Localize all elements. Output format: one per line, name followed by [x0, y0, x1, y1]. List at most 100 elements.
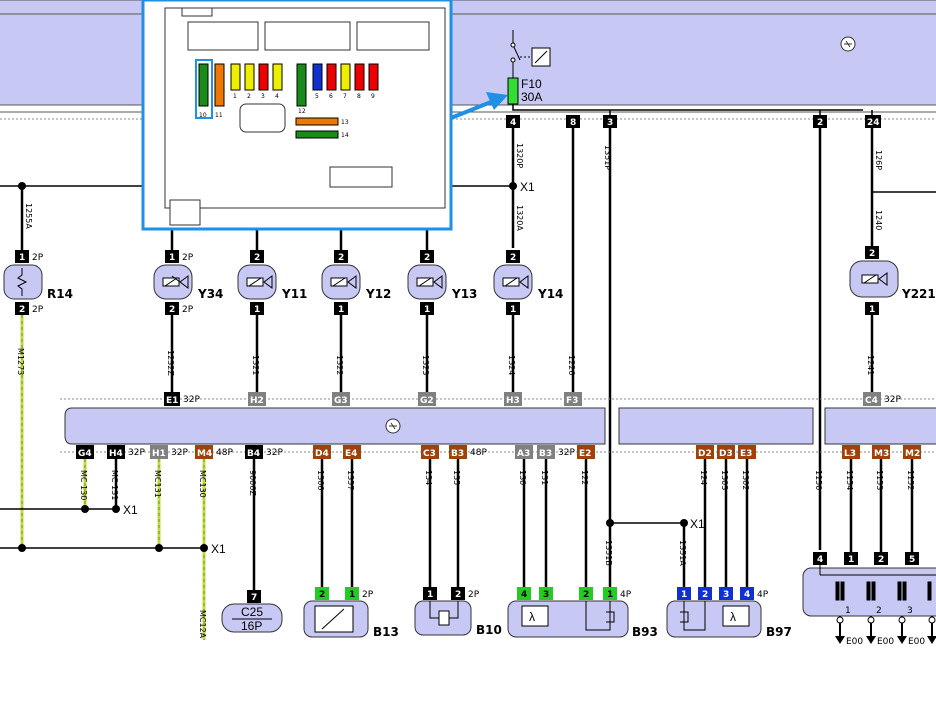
wire-label: 1240 [874, 210, 883, 230]
svg-text:9006Z: 9006Z [248, 470, 257, 496]
fuse-box-panel [0, 0, 936, 120]
svg-text:2: 2 [878, 555, 884, 565]
component-y11[interactable]: 2 Y11 1 [237, 228, 307, 315]
connector-c25[interactable]: 7 C25 16P [221, 590, 283, 633]
svg-text:C3: C3 [423, 449, 436, 459]
sensor-b93[interactable]: 4 3 2 1 4P λ B93 [507, 587, 658, 639]
wire-label: 1255A [24, 203, 33, 229]
svg-text:2: 2 [338, 253, 344, 263]
svg-text:2P: 2P [32, 253, 44, 263]
svg-text:L3: L3 [844, 449, 856, 459]
component-y13[interactable]: 2 Y13 1 [407, 228, 477, 315]
svg-text:M2: M2 [905, 449, 920, 459]
component-y12[interactable]: 2 Y12 1 [321, 228, 391, 315]
svg-text:E00: E00 [908, 637, 925, 647]
svg-text:14: 14 [341, 132, 349, 139]
pointer-arrow-icon [450, 92, 508, 120]
relay-switch-icon [510, 30, 551, 78]
component-y221[interactable]: 2 Y221 1 [849, 246, 936, 315]
svg-text:X1: X1 [211, 542, 226, 556]
ecu-module [60, 398, 936, 453]
svg-text:1: 1 [233, 93, 237, 100]
svg-text:48P: 48P [470, 448, 487, 458]
fuse-box-inset[interactable]: 10 11 1 2 3 4 12 5 6 7 8 9 13 14 [141, 0, 453, 231]
svg-text:135: 135 [452, 470, 461, 485]
svg-text:130: 130 [518, 470, 527, 485]
svg-text:2: 2 [169, 305, 175, 315]
svg-text:Y11: Y11 [281, 287, 307, 301]
svg-text:C4: C4 [865, 396, 878, 406]
svg-text:48P: 48P [216, 448, 233, 458]
svg-text:32P: 32P [558, 448, 575, 458]
svg-text:2: 2 [583, 590, 589, 600]
svg-text:7: 7 [343, 93, 347, 100]
svg-text:Y13: Y13 [451, 287, 477, 301]
svg-text:1: 1 [424, 305, 430, 315]
svg-text:4: 4 [744, 590, 750, 600]
svg-text:1232Z: 1232Z [166, 350, 175, 376]
svg-text:1152: 1152 [906, 470, 915, 490]
svg-text:1366: 1366 [316, 470, 325, 490]
svg-text:8: 8 [357, 93, 361, 100]
svg-text:E3: E3 [740, 449, 752, 459]
svg-text:1: 1 [681, 590, 687, 600]
svg-text:B93: B93 [632, 625, 658, 639]
ecu-upper-pins: E1 32P H2 G3 G2 H3 F3 C4 32P [164, 392, 901, 406]
svg-text:D3: D3 [719, 449, 733, 459]
top-pin-label: 4 [510, 118, 516, 128]
sensor-b97[interactable]: 1 2 3 4 4P λ B97 [666, 587, 792, 639]
svg-text:1153: 1153 [875, 470, 884, 490]
top-pin-label: 3 [607, 118, 613, 128]
svg-text:4P: 4P [757, 590, 769, 600]
svg-text:X1: X1 [690, 517, 705, 531]
wire-label: 1320A [515, 205, 524, 231]
svg-text:Y221: Y221 [901, 287, 936, 301]
svg-text:Y14: Y14 [537, 287, 563, 301]
svg-text:H4: H4 [109, 449, 123, 459]
svg-text:E4: E4 [345, 449, 357, 459]
svg-text:32P: 32P [266, 448, 283, 458]
svg-text:X1: X1 [123, 503, 138, 517]
svg-text:1357: 1357 [346, 470, 355, 490]
wire-label: 1351P [603, 145, 612, 170]
svg-text:2: 2 [254, 253, 260, 263]
svg-text:B3: B3 [451, 449, 464, 459]
svg-text:1321: 1321 [251, 355, 260, 375]
svg-text:1351B: 1351B [604, 540, 613, 566]
svg-text:H2: H2 [250, 396, 264, 406]
svg-text:1: 1 [427, 590, 433, 600]
svg-text:32P: 32P [884, 395, 901, 405]
svg-text:B13: B13 [373, 625, 399, 639]
svg-text:13: 13 [341, 119, 349, 126]
svg-text:1: 1 [845, 606, 851, 616]
lambda-icon: λ [529, 610, 535, 624]
component-r14[interactable]: 1 2P R14 2 2P [3, 250, 73, 315]
svg-text:4: 4 [521, 590, 527, 600]
sensor-b10[interactable]: 1 2 2P B10 [414, 587, 502, 637]
sensor-b13[interactable]: 2 1 2P B13 [303, 587, 399, 639]
svg-text:M3: M3 [874, 449, 889, 459]
svg-text:Y12: Y12 [365, 287, 391, 301]
svg-text:7: 7 [251, 593, 257, 603]
svg-text:A3: A3 [517, 449, 530, 459]
svg-text:M4: M4 [197, 449, 212, 459]
svg-text:C25: C25 [241, 605, 263, 619]
component-y14[interactable]: 2 Y14 1 [493, 250, 563, 315]
top-pins: 4 8 3 2 24 [506, 115, 881, 128]
svg-text:2P: 2P [468, 590, 480, 600]
svg-text:122: 122 [580, 470, 589, 485]
svg-text:32P: 32P [183, 395, 200, 405]
svg-text:1150: 1150 [814, 470, 823, 490]
component-y34[interactable]: 1 2P Y34 2 2P [153, 228, 223, 315]
svg-text:124: 124 [699, 470, 708, 485]
svg-text:1: 1 [607, 590, 613, 600]
wire-label: 126P [874, 150, 883, 170]
svg-text:6: 6 [329, 93, 333, 100]
ignition-module[interactable]: 4 1 2 5 1 2 3 [802, 552, 936, 617]
svg-text:1154: 1154 [845, 470, 854, 490]
svg-text:2P: 2P [32, 305, 44, 315]
svg-text:G3: G3 [334, 396, 348, 406]
fuse-f10[interactable]: F10 30A [507, 77, 542, 105]
